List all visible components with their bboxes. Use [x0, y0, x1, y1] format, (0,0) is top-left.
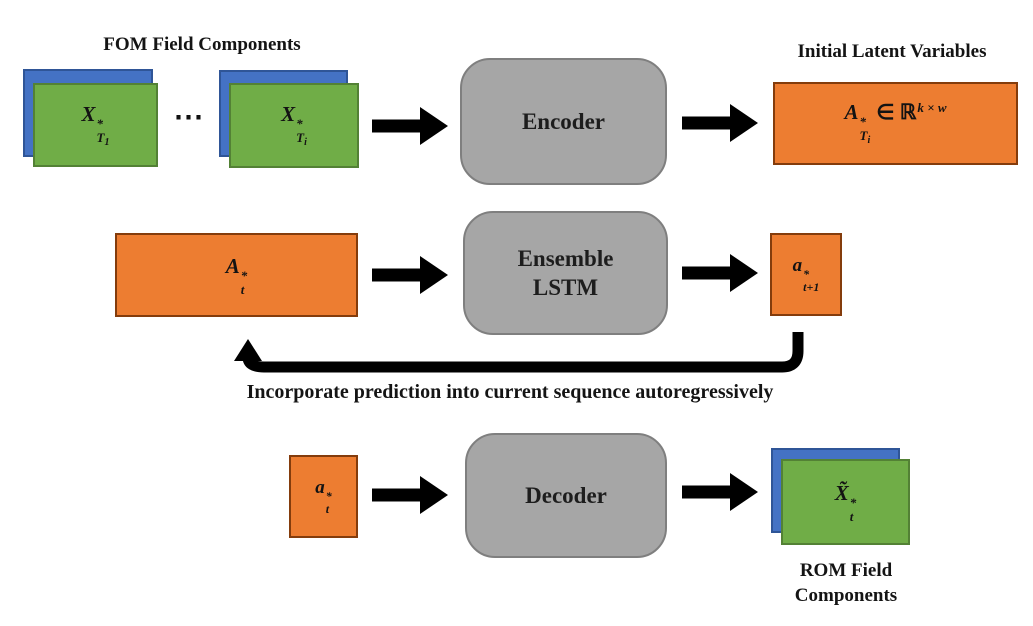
lstm-box: Ensemble LSTM [463, 211, 668, 335]
math-a-t: A*t [225, 253, 248, 297]
math-a-t1: a*t+1 [792, 255, 820, 294]
math-x-tilde: X̃*t [834, 480, 857, 524]
encoder-box: Encoder [460, 58, 667, 185]
feedback-arrow-icon [234, 332, 804, 373]
rom-title-line2: Components [794, 585, 898, 606]
arrow-right-icon [682, 254, 758, 292]
arrow-right-icon [682, 473, 758, 511]
green-field-card: X*Ti [229, 83, 359, 168]
fom-stack-2: X*Ti [219, 70, 360, 169]
ellipsis-dots: ⋯ [173, 101, 205, 134]
feedback-caption: Incorporate prediction into current sequ… [246, 381, 774, 403]
green-field-card: X*T1 [33, 83, 158, 167]
current-latent-block: a*t [289, 455, 358, 538]
green-field-card: X̃*t [781, 459, 910, 545]
arrow-right-icon [372, 476, 448, 514]
lstm-label-line1: Ensemble [517, 246, 614, 271]
initial-latent-title: Initial Latent Variables [797, 41, 987, 62]
math-a-t-small: a*t [315, 477, 332, 516]
predicted-latent-block: a*t+1 [770, 233, 842, 316]
math-x-t1: X*T1 [81, 101, 110, 148]
rom-title-line1: ROM Field [799, 560, 893, 581]
rom-stack: X̃*t [771, 448, 911, 546]
fom-title: FOM Field Components [103, 34, 301, 55]
decoder-box: Decoder [465, 433, 667, 558]
arrow-right-icon [372, 107, 448, 145]
arrow-right-icon [682, 104, 758, 142]
rom-title: ROM Field Components [746, 558, 946, 608]
arrow-right-icon [372, 256, 448, 294]
decoder-label: Decoder [525, 483, 607, 508]
math-x-ti: X*Ti [281, 102, 307, 149]
lstm-label-line2: LSTM [532, 275, 599, 300]
fom-stack-1: X*T1 [23, 69, 159, 168]
encoder-label: Encoder [521, 109, 606, 134]
latent-sequence-block: A*t [115, 233, 358, 317]
